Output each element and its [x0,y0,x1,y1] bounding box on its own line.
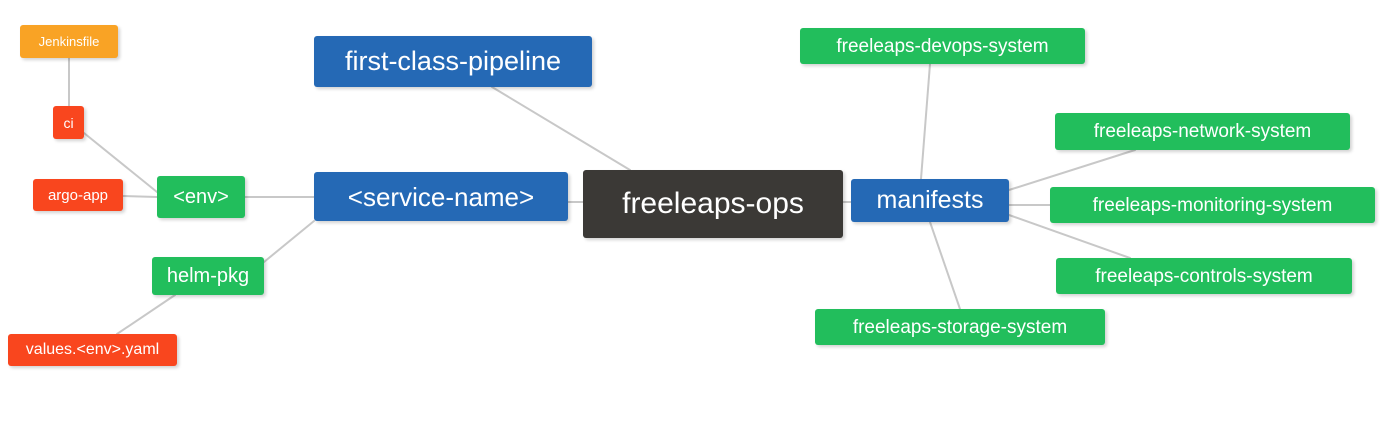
node-label-freeleaps-devops-system: freeleaps-devops-system [836,35,1049,57]
node-freeleaps-controls-system[interactable]: freeleaps-controls-system [1056,258,1352,294]
edge-manifests-to-freeleaps-storage-system [929,221,961,310]
node-label-values-yaml: values.<env>.yaml [25,341,160,358]
edge-first-class-pipeline-to-freeleaps-ops [491,86,631,171]
node-label-freeleaps-ops: freeleaps-ops [622,187,804,220]
node-label-freeleaps-monitoring-system: freeleaps-monitoring-system [1092,194,1333,216]
node-label-freeleaps-controls-system: freeleaps-controls-system [1095,265,1313,287]
edge-argo-app-to-env [122,195,158,198]
node-first-class-pipeline[interactable]: first-class-pipeline [314,36,592,87]
node-label-jenkinsfile: Jenkinsfile [38,34,100,49]
node-helm-pkg[interactable]: helm-pkg [152,257,264,295]
node-env[interactable]: <env> [157,176,245,218]
edge-manifests-to-freeleaps-devops-system [920,63,931,180]
node-label-service-name: <service-name> [347,181,535,212]
node-jenkinsfile[interactable]: Jenkinsfile [20,25,118,58]
node-values-yaml[interactable]: values.<env>.yaml [8,334,177,366]
node-manifests[interactable]: manifests [851,179,1009,222]
node-service-name[interactable]: <service-name> [314,172,568,221]
node-freeleaps-storage-system[interactable]: freeleaps-storage-system [815,309,1105,345]
node-label-first-class-pipeline: first-class-pipeline [344,46,562,76]
node-freeleaps-monitoring-system[interactable]: freeleaps-monitoring-system [1050,187,1375,223]
node-freeleaps-devops-system[interactable]: freeleaps-devops-system [800,28,1085,64]
edge-helm-pkg-to-values-yaml [116,294,176,335]
node-freeleaps-network-system[interactable]: freeleaps-network-system [1055,113,1350,150]
node-label-helm-pkg: helm-pkg [166,265,250,287]
node-argo-app[interactable]: argo-app [33,179,123,211]
edge-manifests-to-freeleaps-network-system [1008,149,1136,191]
node-label-ci: ci [63,114,74,131]
edge-service-name-to-helm-pkg [263,220,315,263]
node-label-manifests: manifests [876,186,984,214]
node-label-freeleaps-network-system: freeleaps-network-system [1093,121,1312,142]
node-label-freeleaps-storage-system: freeleaps-storage-system [852,316,1068,338]
node-label-env: <env> [173,186,229,208]
node-label-argo-app: argo-app [47,186,109,204]
node-ci[interactable]: ci [53,106,84,139]
node-freeleaps-ops[interactable]: freeleaps-ops [583,170,843,238]
